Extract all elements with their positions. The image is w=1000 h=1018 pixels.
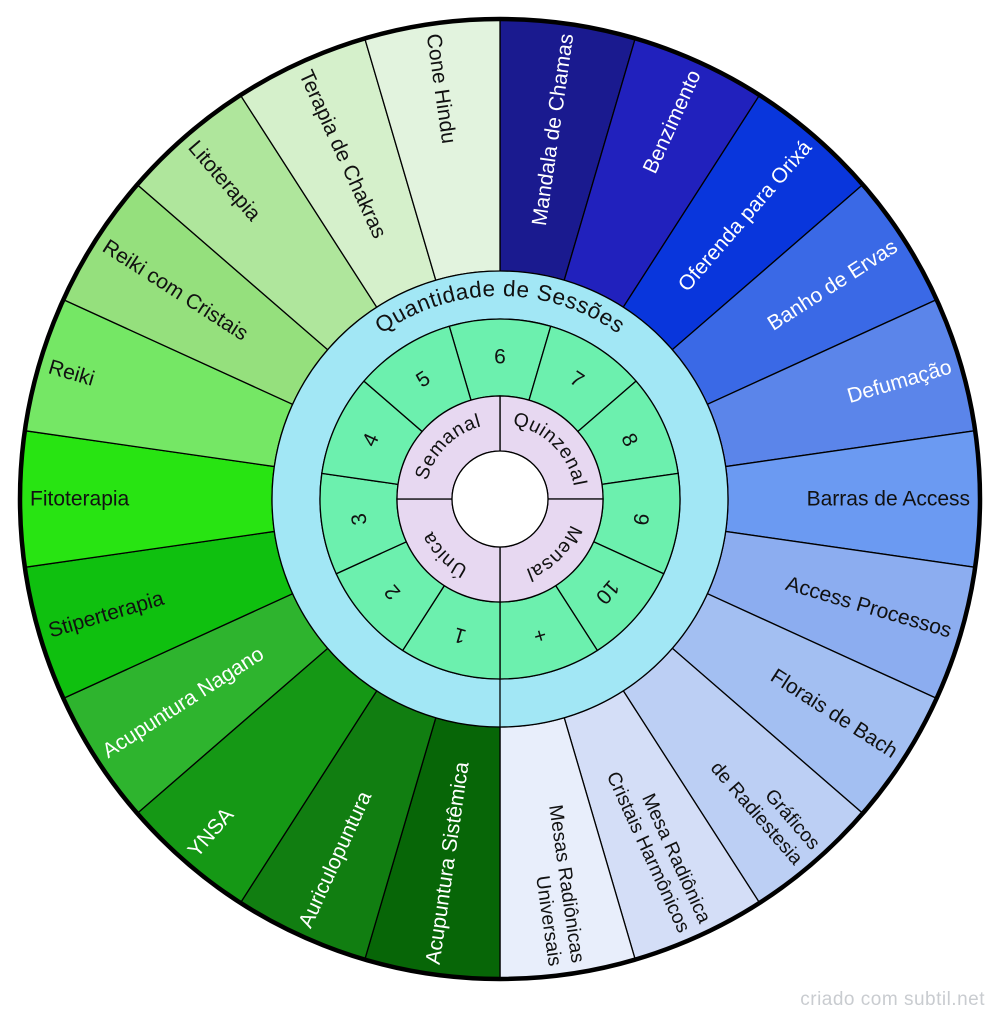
wheel-rim [17, 16, 983, 982]
sessions-label-6: 6 [494, 346, 506, 369]
svg-text:Barras de Access: Barras de Access [807, 488, 970, 511]
watermark: criado com subtil.net [800, 989, 985, 1010]
sessions-label-9: 9 [628, 512, 652, 527]
sessions-label-3: 3 [347, 512, 371, 527]
wheel-center [451, 450, 549, 548]
svg-text:Fitoterapia: Fitoterapia [30, 488, 130, 511]
outer-segment-label-barras-de-access: Barras de Access [807, 488, 970, 511]
outer-segment-label-fitoterapia: Fitoterapia [30, 488, 130, 511]
